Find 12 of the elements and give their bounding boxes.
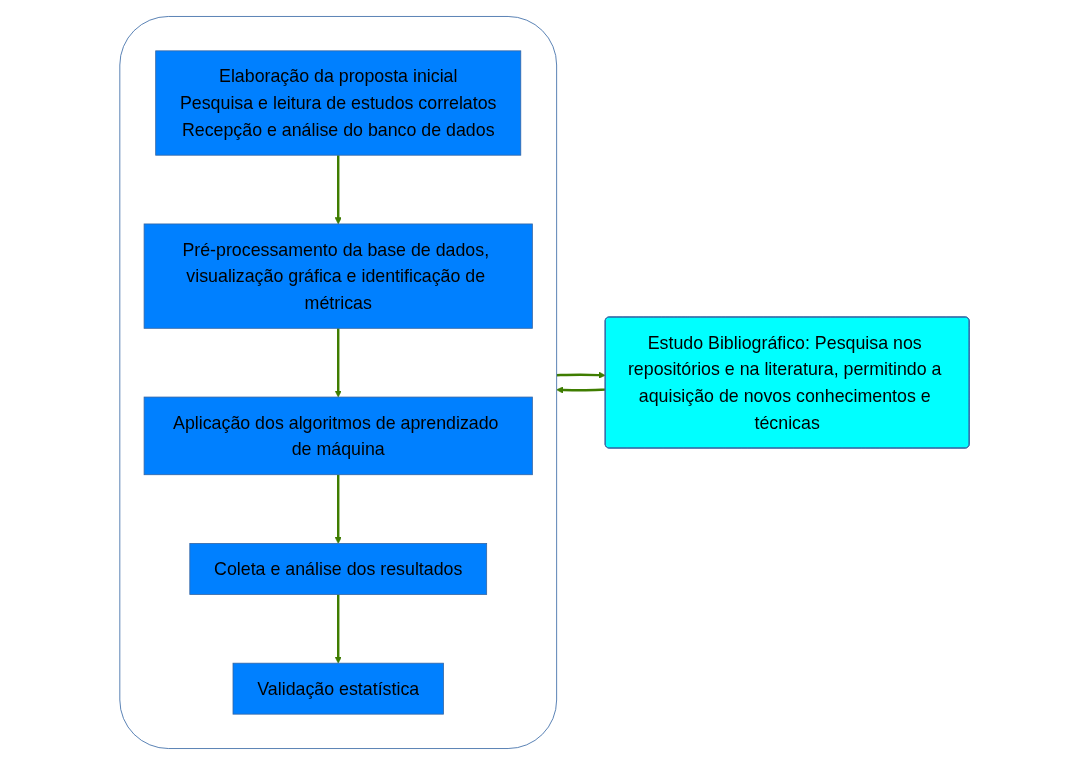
- arrow: [334, 328, 342, 398]
- node-box: Aplicação dos algoritmos de aprendizado de máquina: [143, 396, 533, 476]
- node-box: Pré-processamento da base de dados, visualização gráfica e identificação de métricas: [143, 223, 533, 329]
- node-box: Coleta e análise dos resultados: [189, 543, 488, 595]
- arrow: [334, 594, 342, 664]
- arrow: [556, 371, 606, 379]
- node-box: Validação estatística: [232, 662, 444, 715]
- arrow: [334, 155, 342, 225]
- cluster: [119, 16, 558, 749]
- node-box: Elaboração da proposta inicial Pesquisa e leitura de estudos correlatos Recepção e análise do banco de dados: [155, 50, 522, 156]
- arrow: [556, 386, 606, 394]
- arrow: [334, 474, 342, 544]
